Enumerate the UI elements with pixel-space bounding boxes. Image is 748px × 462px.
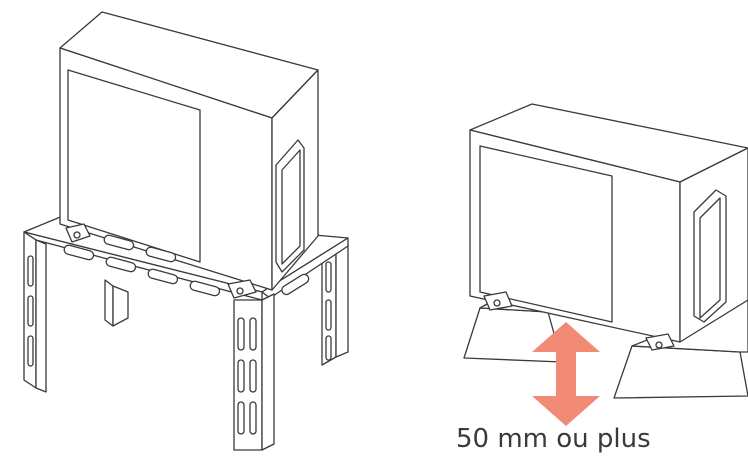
unit2-foot-bolt-left — [493, 299, 501, 307]
stand-rail-slots — [63, 234, 310, 297]
unit2-side-handle-inner — [699, 197, 721, 319]
stand-side-rail — [261, 237, 349, 299]
unit-grille-panel — [67, 69, 201, 263]
clearance-label: 50 mm ou plus — [456, 424, 651, 454]
ground-blocks-figure — [463, 103, 748, 426]
leg-right-slots — [237, 317, 257, 435]
foot-bolt-left — [73, 231, 81, 239]
wall-bracket-stand-figure — [23, 11, 349, 451]
support-block-left — [463, 307, 563, 363]
stand-back-leg-left — [104, 279, 114, 327]
unit2-grille-panel — [479, 145, 613, 323]
unit2-side-handle — [693, 189, 727, 323]
leg-left-slots — [27, 255, 34, 367]
stand-back-leg-right-side — [335, 243, 349, 358]
clearance-arrow — [532, 322, 600, 426]
support-block-right — [613, 345, 748, 399]
unit-side-handle-inner — [281, 149, 301, 265]
unit-side-handle — [275, 139, 305, 273]
back-leg-right-slots — [325, 261, 332, 361]
foot-bolt-right — [236, 287, 244, 295]
stand-front-leg-right-side — [261, 293, 275, 451]
unit2-foot-bolt-right — [655, 341, 663, 349]
stand-front-leg-left — [35, 239, 47, 393]
stand-back-leg-left-side — [112, 285, 129, 327]
